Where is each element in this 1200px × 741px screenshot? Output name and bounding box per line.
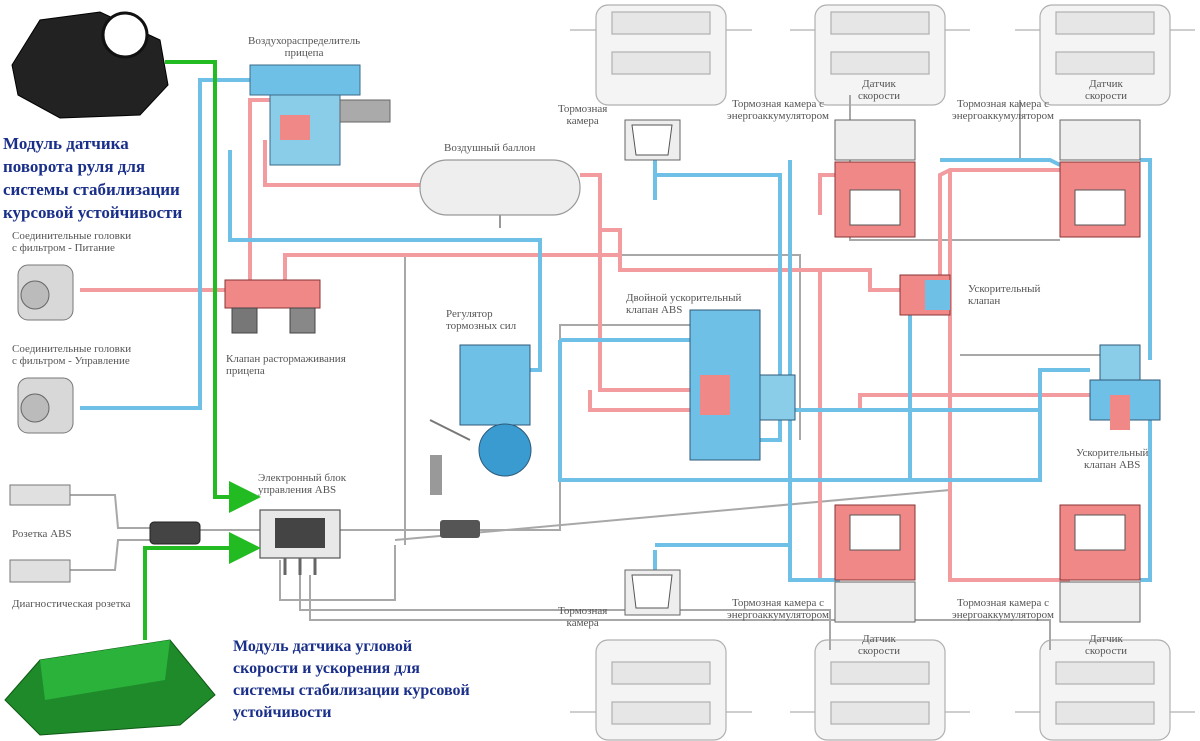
relay-valve	[899, 274, 951, 316]
air-distributor-valve	[249, 64, 391, 166]
wheel-bottom-mid	[790, 639, 970, 741]
highlight-arrows	[143, 60, 261, 640]
electric-lines	[70, 95, 1100, 650]
abs-socket	[9, 484, 71, 506]
wheel-bottom-left	[570, 639, 752, 741]
air-tank	[419, 159, 581, 228]
yaw-rate-sensor	[4, 639, 216, 736]
steering-angle-sensor	[11, 11, 169, 119]
inline-connector	[149, 521, 201, 545]
label-abs-socket: Розетка ABS	[12, 528, 72, 540]
coupling-head-supply	[17, 264, 74, 321]
spring-chamber-bottom-right	[1059, 504, 1141, 623]
steering-sensor-title: Модуль датчика поворота руля для системы…	[3, 134, 183, 222]
spring-chamber-bottom-left	[834, 504, 916, 623]
release-valve	[224, 279, 321, 334]
spring-chamber-top-left	[834, 119, 916, 238]
steering-sensor-arrow	[165, 60, 261, 513]
yaw-sensor-title: Модуль датчика угловой скорости и ускоре…	[233, 638, 470, 721]
brake-chamber-bottom	[624, 569, 681, 616]
label-air-tank: Воздушный баллон	[444, 142, 536, 154]
wheel-top-mid	[790, 4, 970, 106]
coupling-head-control	[17, 377, 74, 434]
brake-chamber-top	[624, 119, 681, 161]
relay-valve-abs	[1089, 344, 1161, 430]
wheel-top-right	[1015, 4, 1195, 106]
abs-ecu-box	[259, 509, 480, 575]
spring-chamber-top-right	[1059, 119, 1141, 238]
dual-relay-valve-abs	[689, 309, 796, 461]
yaw-sensor-arrow	[143, 532, 261, 640]
wheel-bottom-right	[1015, 639, 1195, 741]
diag-socket	[9, 559, 71, 583]
wheel-top-left	[570, 4, 752, 106]
supply-lines	[80, 98, 1100, 582]
label-diag-socket: Диагностическая розетка	[12, 598, 131, 610]
brake-force-regulator	[429, 344, 532, 495]
